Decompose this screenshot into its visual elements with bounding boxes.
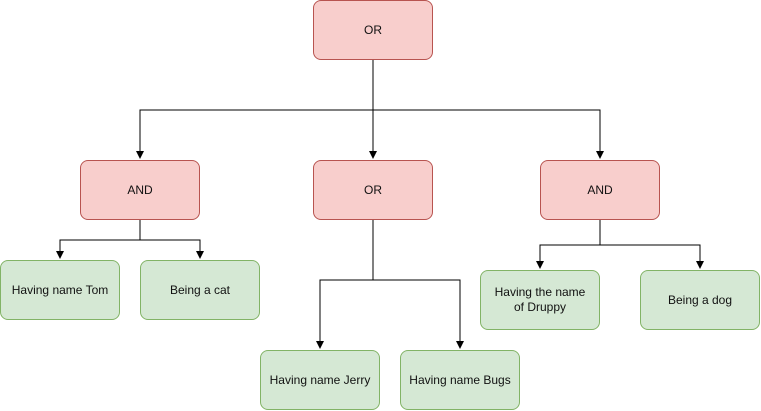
edge-root-to-and-right [373,109,604,159]
root-or-label: OR [364,22,382,37]
leaf-having-name-jerry-label: Having name Jerry [269,372,371,387]
or-node-middle[interactable]: OR [313,160,433,220]
and-node-left-label: AND [127,182,153,197]
leaf-being-a-cat[interactable]: Being a cat [140,260,260,320]
leaf-having-name-druppy-label: Having the name of Druppy [494,285,586,314]
leaf-having-name-bugs[interactable]: Having name Bugs [400,350,520,410]
leaf-being-a-cat-label: Being a cat [169,282,231,297]
edge-and-left-to-tom [56,220,141,259]
and-node-left[interactable]: AND [80,160,200,220]
or-node-middle-label: OR [364,182,382,197]
leaf-being-a-dog[interactable]: Being a dog [640,270,760,330]
edge-root-to-and-left [136,60,374,159]
edge-or-middle-to-bugs [373,279,464,349]
leaf-having-name-tom[interactable]: Having name Tom [0,260,120,320]
and-node-right[interactable]: AND [540,160,660,220]
leaf-having-name-tom-label: Having name Tom [11,282,109,297]
leaf-having-name-druppy[interactable]: Having the name of Druppy [480,270,600,330]
root-or-node[interactable]: OR [313,0,433,60]
edge-and-left-to-cat [140,239,204,259]
edge-or-middle-to-jerry [316,220,374,349]
leaf-being-a-dog-label: Being a dog [667,292,733,307]
leaf-having-name-bugs-label: Having name Bugs [409,372,511,387]
leaf-having-name-jerry[interactable]: Having name Jerry [260,350,380,410]
edge-and-right-to-druppy [536,220,601,269]
and-node-right-label: AND [587,182,613,197]
edge-and-right-to-dog [600,244,704,269]
